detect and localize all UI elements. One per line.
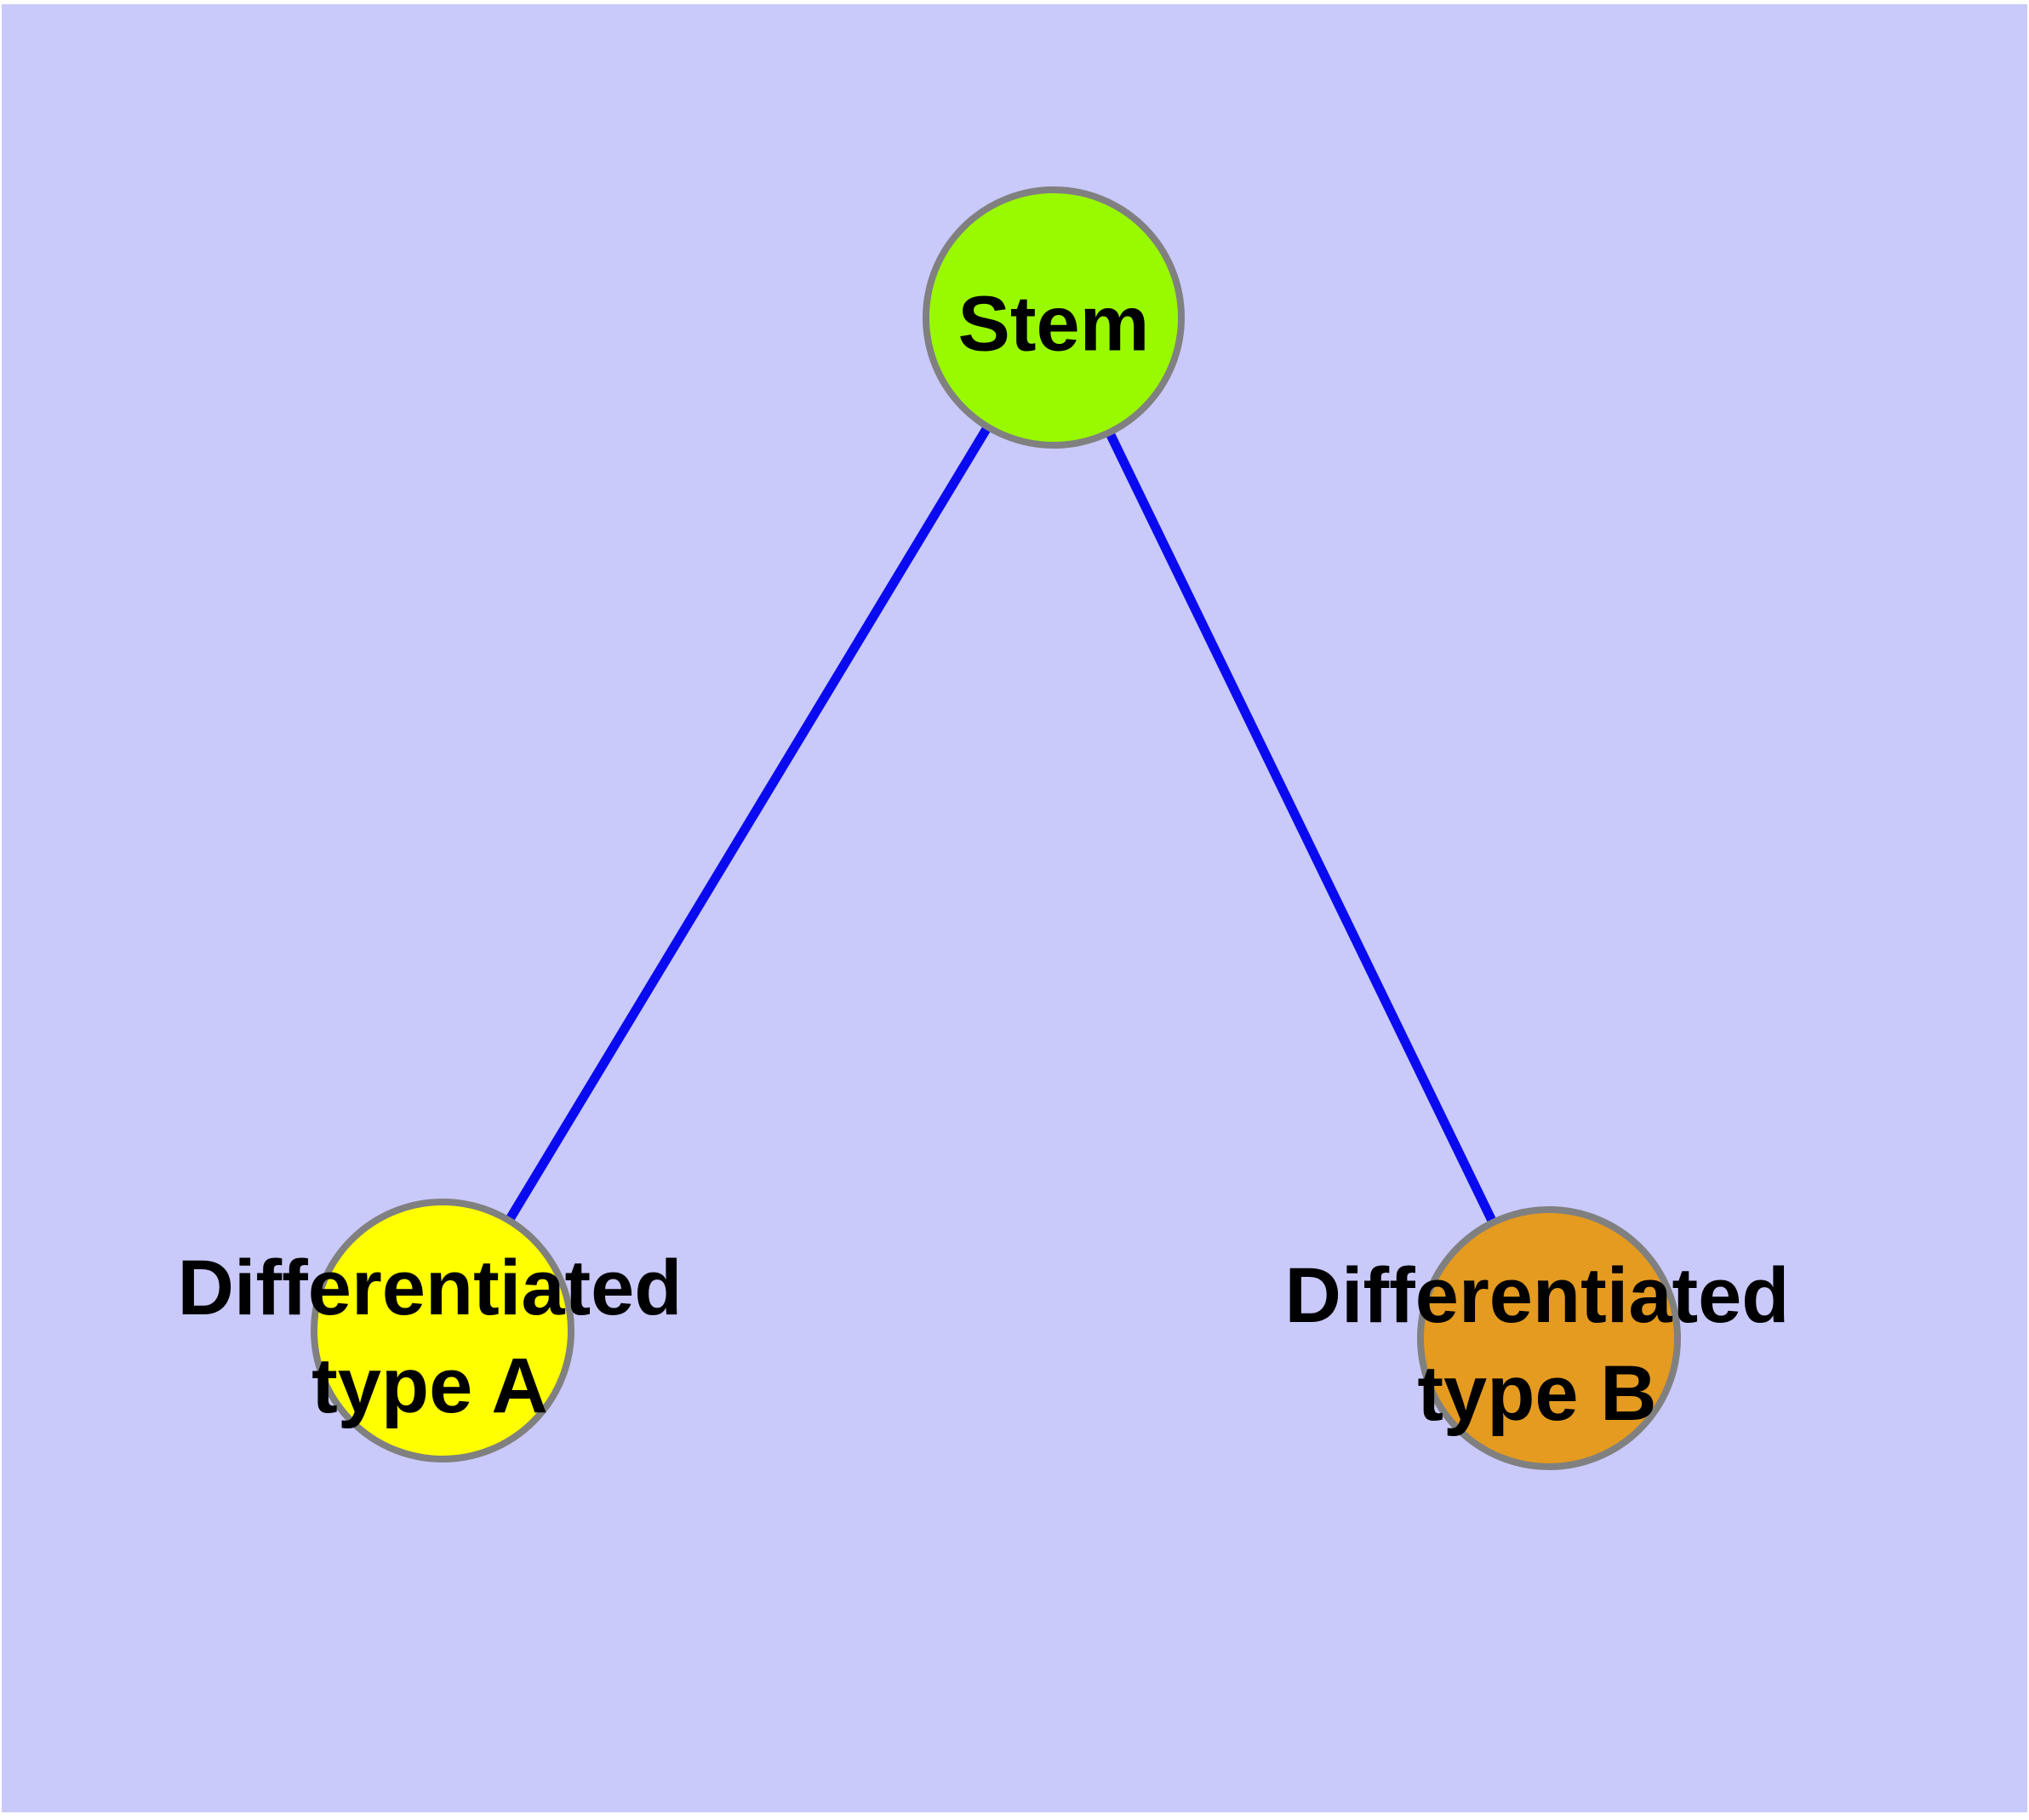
- node-stem-circle-group: [923, 186, 1185, 449]
- node-type-a-circle: [311, 1199, 574, 1462]
- edge-stem-to-type-b: [1049, 315, 1553, 1341]
- node-type-b-circle: [1417, 1206, 1681, 1470]
- edge-stem-to-type-a: [438, 315, 1058, 1333]
- node-type-b-circle-group: [1417, 1206, 1681, 1470]
- node-stem-circle: [923, 186, 1185, 449]
- node-type-a-circle-group: [311, 1199, 574, 1462]
